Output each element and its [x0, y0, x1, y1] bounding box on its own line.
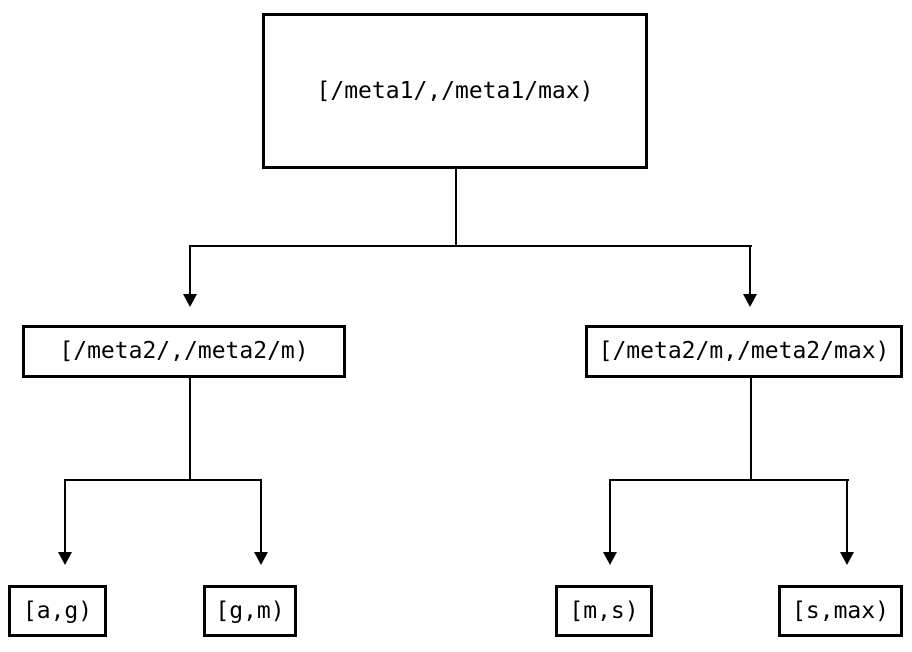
arrow-down-icon	[183, 294, 197, 307]
connector-right-rail	[609, 479, 849, 481]
arrow-down-icon	[254, 552, 268, 565]
connector-right-stem	[750, 378, 752, 481]
connector-drop-left	[189, 245, 191, 294]
connector-left-rail	[64, 479, 262, 481]
connector-drop-right	[749, 245, 751, 294]
connector-root-stem	[455, 169, 457, 247]
connector-drop-leaf-smax	[846, 479, 848, 552]
connector-drop-leaf-ag	[64, 479, 66, 552]
tree-node-leaf-ms: [m,s)	[555, 585, 653, 637]
tree-node-leaf-smax: [s,max)	[778, 585, 903, 637]
tree-node-meta2-right: [/meta2/m,/meta2/max)	[585, 325, 903, 378]
tree-node-leaf-ag: [a,g)	[8, 585, 107, 637]
arrow-down-icon	[603, 552, 617, 565]
arrow-down-icon	[840, 552, 854, 565]
connector-root-rail	[189, 245, 752, 247]
tree-node-root: [/meta1/,/meta1/max)	[262, 13, 648, 169]
connector-drop-leaf-gm	[260, 479, 262, 552]
tree-node-leaf-gm: [g,m)	[203, 585, 297, 637]
connector-left-stem	[189, 378, 191, 481]
connector-drop-leaf-ms	[609, 479, 611, 552]
tree-node-meta2-left: [/meta2/,/meta2/m)	[22, 325, 346, 378]
arrow-down-icon	[743, 294, 757, 307]
arrow-down-icon	[58, 552, 72, 565]
